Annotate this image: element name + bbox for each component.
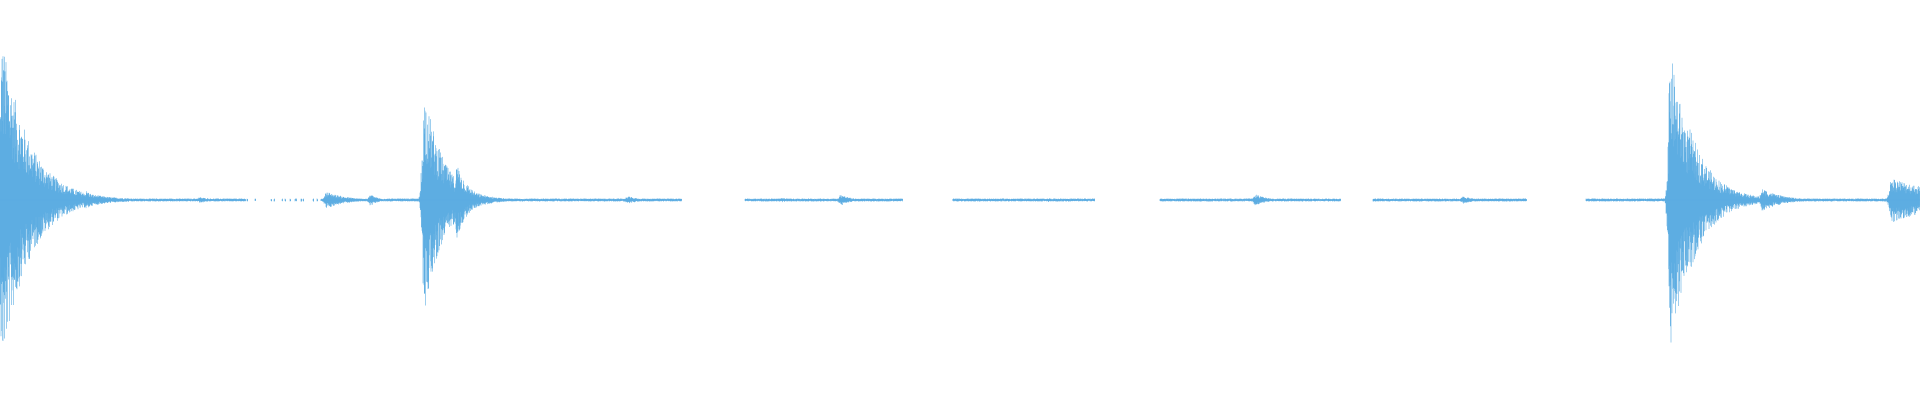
- waveform-trace: [0, 56, 1920, 343]
- waveform-path: [0, 56, 1920, 343]
